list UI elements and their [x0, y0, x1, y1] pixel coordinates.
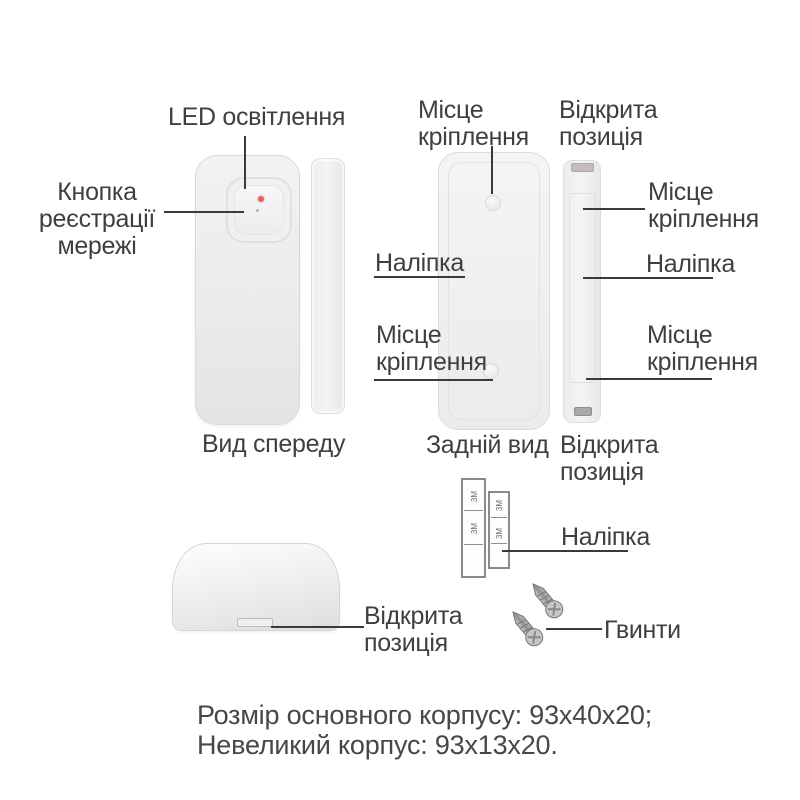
sticker-brand-text: 3M	[495, 527, 505, 540]
pointer-line-sticker-parts	[502, 550, 628, 552]
underline-mount-back-lower	[374, 379, 493, 381]
registration-button-face	[234, 185, 284, 235]
sticker-back-label: Наліпка	[375, 249, 464, 277]
screws-label: Гвинти	[604, 616, 681, 644]
pointer-line-mount-top	[491, 146, 493, 194]
network-button-label: Кнопка реєстрації мережі	[38, 178, 156, 260]
mount-place-back-lower-label: Місце кріплення	[376, 321, 487, 376]
open-position-slot	[237, 618, 273, 627]
mount-place-top-label: Місце кріплення	[418, 96, 529, 151]
sticker-brand-text: 3M	[470, 490, 480, 503]
sticker-tick	[464, 544, 483, 545]
pointer-line-mount-side-upper	[583, 208, 645, 210]
mount-hole-top	[485, 195, 501, 211]
underline-sticker-back	[374, 276, 465, 278]
open-position-top-label: Відкрита позиція	[559, 96, 658, 151]
screws-icon	[512, 583, 564, 647]
side-strip-slot	[574, 407, 592, 416]
pointer-line-mount-side-lower	[586, 378, 712, 380]
pinhole-icon	[256, 209, 259, 212]
pointer-line-led	[244, 136, 246, 189]
sticker-side-label: Наліпка	[646, 250, 735, 278]
side-strip-panel	[569, 193, 596, 383]
pointer-line-button	[164, 211, 244, 213]
registration-button	[226, 177, 292, 243]
bottom-view-body	[172, 543, 340, 631]
adhesive-sticker-large: 3M 3M	[461, 478, 486, 578]
led-light-label: LED освітлення	[168, 103, 346, 131]
back-view-caption: Задній вид	[426, 431, 549, 459]
open-position-bottom-label: Відкрита позиція	[364, 602, 463, 657]
sticker-tick	[491, 543, 507, 544]
size-note: Розмір основного корпусу: 93x40x20; Неве…	[197, 700, 652, 760]
pointer-line-sticker-side	[583, 277, 713, 279]
sticker-parts-label: Наліпка	[561, 523, 650, 551]
side-view-strip	[563, 160, 601, 423]
led-indicator-icon	[258, 196, 264, 202]
side-strip-cap	[571, 163, 594, 172]
size-note-line1: Розмір основного корпусу: 93x40x20;	[197, 700, 653, 730]
size-note-line2: Невеликий корпус: 93x13x20.	[197, 730, 558, 760]
sticker-brand-text: 3M	[470, 522, 480, 535]
sticker-tick	[464, 510, 483, 511]
pointer-line-screws	[546, 628, 602, 630]
front-view-body	[195, 155, 300, 425]
back-groove-outline	[448, 162, 540, 420]
open-position-caption: Відкрита позиція	[560, 431, 659, 486]
front-view-caption: Вид спереду	[202, 430, 346, 458]
adhesive-sticker-small: 3M 3M	[488, 491, 510, 569]
back-view-body	[438, 152, 550, 430]
sticker-brand-text: 3M	[495, 499, 505, 512]
mount-place-side-upper-label: Місце кріплення	[648, 178, 759, 233]
pointer-line-open-bottom	[271, 626, 364, 628]
sticker-tick	[491, 517, 507, 518]
mount-place-side-lower-label: Місце кріплення	[647, 321, 758, 376]
magnet-strip-front	[311, 158, 345, 414]
mount-hole-bottom	[483, 363, 499, 379]
